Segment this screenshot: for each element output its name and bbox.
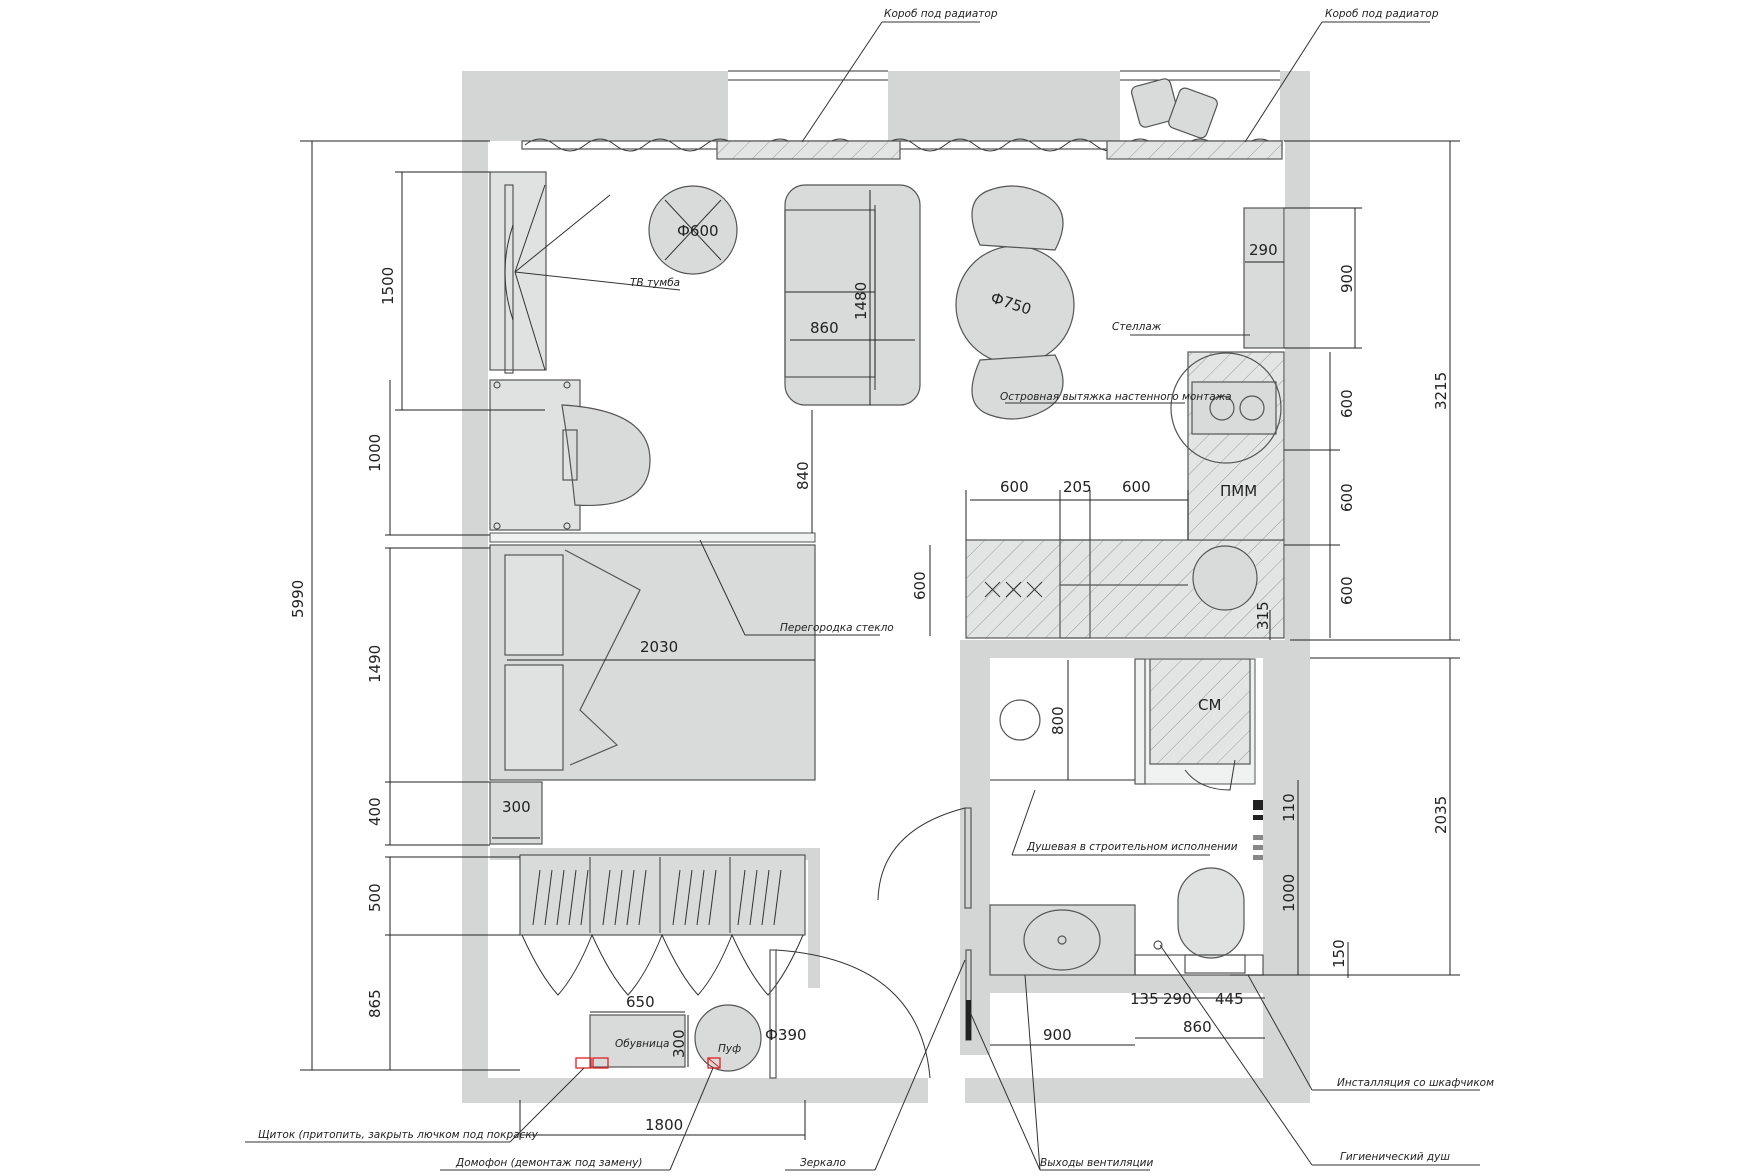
sofa xyxy=(784,184,921,406)
glass-partition xyxy=(489,532,816,543)
dimension-texts: 5990 3215 2035 1500 1000 1490 400 500 86… xyxy=(289,222,1450,1134)
bathroom-door xyxy=(877,807,972,909)
entry-door xyxy=(769,949,931,1079)
label-hygienic-shower: Гигиенический душ xyxy=(1340,1151,1450,1163)
dim-pouf-390: Ф390 xyxy=(765,1026,807,1044)
dim-shelf-width: 290 xyxy=(1249,241,1278,259)
coffee-table xyxy=(648,185,738,275)
dim-bed-length: 2030 xyxy=(640,638,678,656)
label-pouf: Пуф xyxy=(718,1043,741,1055)
leader-lines xyxy=(245,21,1480,1171)
dim-coffee-table: Ф600 xyxy=(677,222,719,240)
dim-sofa-depth: 860 xyxy=(810,319,839,337)
dim-wardrobe-500: 500 xyxy=(366,883,384,912)
dim-desk-zone: 1000 xyxy=(366,434,384,472)
radiator-box-left xyxy=(716,140,901,160)
dim-bath-860: 860 xyxy=(1183,1018,1212,1036)
label-shower: Душевая в строительном исполнении xyxy=(1026,841,1238,853)
dim-right-bath: 2035 xyxy=(1432,796,1450,834)
dim-bath-900: 900 xyxy=(1043,1026,1072,1044)
label-tv-stand: ТВ тумба xyxy=(630,277,680,289)
bed xyxy=(489,544,816,781)
shelving xyxy=(1243,207,1285,349)
dim-counter-205: 205 xyxy=(1063,478,1092,496)
dim-counter-600-a: 600 xyxy=(1000,478,1029,496)
dim-shoe-650: 650 xyxy=(626,993,655,1011)
shower-drain xyxy=(999,699,1041,741)
dim-sink-315: 315 xyxy=(1254,601,1272,630)
dim-bed-zone: 1490 xyxy=(366,645,384,683)
kitchen xyxy=(965,351,1285,639)
dim-kitchen-600-c: 600 xyxy=(1338,576,1356,605)
windows xyxy=(728,70,1280,81)
label-mirror: Зеркало xyxy=(800,1157,846,1169)
desk-chair xyxy=(489,379,651,531)
dim-shower-800: 800 xyxy=(1049,706,1067,735)
dim-niche-300: 300 xyxy=(502,798,531,816)
dim-right-top: 3215 xyxy=(1432,372,1450,410)
dim-kitchen-600-b: 600 xyxy=(1338,483,1356,512)
bathroom xyxy=(989,658,1264,976)
dim-niche-400: 400 xyxy=(366,797,384,826)
red-markers xyxy=(575,1057,721,1069)
dim-total-height: 5990 xyxy=(289,580,307,618)
label-radiator-box-left: Короб под радиатор xyxy=(884,8,998,20)
dim-kitchen-600-a: 600 xyxy=(1338,389,1356,418)
label-electrical-panel: Щиток (притопить, закрыть лючком под пок… xyxy=(258,1129,539,1141)
label-shoe-cabinet: Обувница xyxy=(615,1038,669,1050)
dim-sofa-length: 1480 xyxy=(852,282,870,320)
label-intercom: Домофон (демонтаж под замену) xyxy=(455,1157,642,1169)
dim-shoe-300: 300 xyxy=(670,1029,688,1058)
dim-wc-110: 110 xyxy=(1280,793,1298,822)
radiator-box-right xyxy=(1106,140,1283,160)
dim-hall-865: 865 xyxy=(366,989,384,1018)
armchairs xyxy=(1130,78,1218,139)
dim-wc-1000: 1000 xyxy=(1280,874,1298,912)
label-dishwasher: ПММ xyxy=(1220,482,1257,500)
tv-stand xyxy=(489,171,547,374)
label-ventilation: Выходы вентиляции xyxy=(1040,1157,1153,1169)
label-island-hood: Островная вытяжка настенного монтажа xyxy=(1000,391,1232,403)
dim-wc-150: 150 xyxy=(1330,939,1348,968)
wardrobe xyxy=(519,854,806,996)
dim-tv-zone: 1500 xyxy=(379,267,397,305)
dim-counter-600-b: 600 xyxy=(1122,478,1151,496)
dimension-lines xyxy=(300,140,1460,1140)
towel-rail xyxy=(1253,800,1263,860)
annotation-labels: Короб под радиатор Короб под радиатор ТВ… xyxy=(258,8,1494,1169)
dim-bath-445: 445 xyxy=(1215,990,1244,1008)
label-shelving: Стеллаж xyxy=(1112,321,1162,333)
label-glass-partition: Перегородка стекло xyxy=(780,622,894,634)
label-radiator-box-right: Короб под радиатор xyxy=(1325,8,1439,20)
label-washer: СМ xyxy=(1198,696,1221,714)
dim-counter-depth: 600 xyxy=(911,571,929,600)
dim-hall-1800: 1800 xyxy=(645,1116,683,1134)
dim-sofa-gap: 840 xyxy=(794,461,812,490)
dim-bath-290: 290 xyxy=(1163,990,1192,1008)
label-installation: Инсталляция со шкафчиком xyxy=(1337,1077,1494,1089)
niche xyxy=(489,781,543,845)
pouf xyxy=(694,1004,762,1072)
dim-shelf-height: 900 xyxy=(1338,264,1356,293)
dim-bath-135: 135 xyxy=(1130,990,1159,1008)
